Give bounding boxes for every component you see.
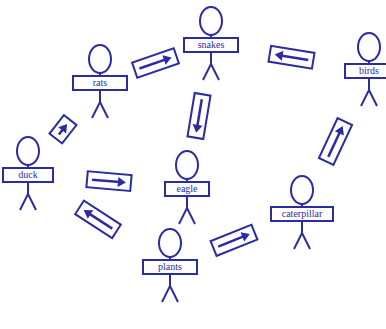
arrow-box (268, 46, 314, 69)
name-sign: birds (344, 63, 386, 79)
body (169, 275, 171, 286)
arrow-frame (132, 48, 179, 77)
head (291, 176, 313, 204)
arrow-head (81, 206, 93, 219)
connector-path (128, 54, 183, 73)
leg (20, 194, 28, 210)
body (27, 183, 29, 194)
arrow-frame (86, 171, 131, 191)
arrow-head (58, 121, 71, 133)
arrow-frame (187, 93, 210, 139)
head (17, 137, 39, 165)
food-arrow (239, 46, 344, 69)
arrow-frame (211, 225, 258, 256)
stick-figure: eagle (164, 150, 210, 226)
food-arrow (49, 115, 76, 143)
leg (28, 194, 36, 210)
arrow-head (118, 177, 127, 188)
leg (92, 102, 100, 118)
arrow-frame (319, 118, 352, 165)
arrow-frame (49, 115, 76, 143)
arrow-box (86, 171, 131, 191)
leg (302, 233, 310, 249)
connector-path (54, 176, 164, 186)
stick-figure: plants (142, 228, 198, 304)
name-sign: snakes (183, 37, 239, 53)
food-arrow (319, 108, 352, 175)
stick-figure: snakes (183, 6, 239, 82)
arrow-box (132, 48, 179, 77)
arrow-box (319, 118, 352, 165)
body (99, 91, 101, 102)
body (210, 53, 212, 64)
arrow-box (211, 225, 258, 256)
arrow-shaft (281, 55, 309, 60)
food-arrow (128, 48, 183, 77)
connector-path (198, 226, 270, 255)
head (159, 229, 181, 257)
name-sign: caterpillar (270, 206, 334, 222)
leg (361, 90, 369, 106)
stick-figure: duck (2, 136, 54, 212)
leg (100, 102, 108, 118)
head (200, 7, 222, 35)
name-sign: eagle (164, 181, 210, 197)
arrow-shaft (218, 236, 244, 246)
leg (211, 64, 219, 80)
leg (162, 286, 170, 302)
connector-path (239, 49, 344, 66)
arrow-shaft (139, 59, 165, 68)
leg (170, 286, 178, 302)
body (301, 222, 303, 233)
food-arrow (187, 82, 210, 150)
connector-path (54, 118, 72, 141)
head (358, 33, 380, 61)
food-arrow (54, 171, 164, 191)
connector-path (193, 82, 204, 150)
arrow-head (335, 124, 347, 135)
stick-figure: caterpillar (270, 175, 334, 251)
head (176, 151, 198, 179)
food-arrow (54, 191, 142, 248)
stick-figure: birds (344, 32, 386, 108)
stick-figure: rats (72, 44, 128, 120)
arrow-shaft (197, 99, 202, 127)
body (186, 197, 188, 208)
leg (203, 64, 211, 80)
arrow-box (49, 115, 76, 143)
connector-path (320, 108, 351, 175)
name-sign: duck (2, 167, 54, 183)
leg (369, 90, 377, 106)
name-sign: plants (142, 259, 198, 275)
connector-path (54, 191, 142, 248)
head (89, 45, 111, 73)
arrow-shaft (59, 129, 64, 135)
leg (179, 208, 187, 224)
name-sign: rats (72, 75, 128, 91)
arrow-frame (75, 201, 121, 238)
body (368, 79, 370, 90)
arrow-shaft (328, 132, 340, 157)
arrow-shaft (92, 180, 120, 182)
leg (187, 208, 195, 224)
arrow-box (75, 201, 121, 238)
food-arrow (198, 225, 270, 256)
arrow-head (191, 124, 202, 134)
arrow-head (274, 50, 284, 61)
leg (294, 233, 302, 249)
arrow-head (240, 229, 251, 241)
arrow-frame (268, 46, 314, 69)
arrow-box (187, 93, 210, 139)
arrow-head (162, 53, 173, 65)
arrow-shaft (89, 213, 112, 228)
